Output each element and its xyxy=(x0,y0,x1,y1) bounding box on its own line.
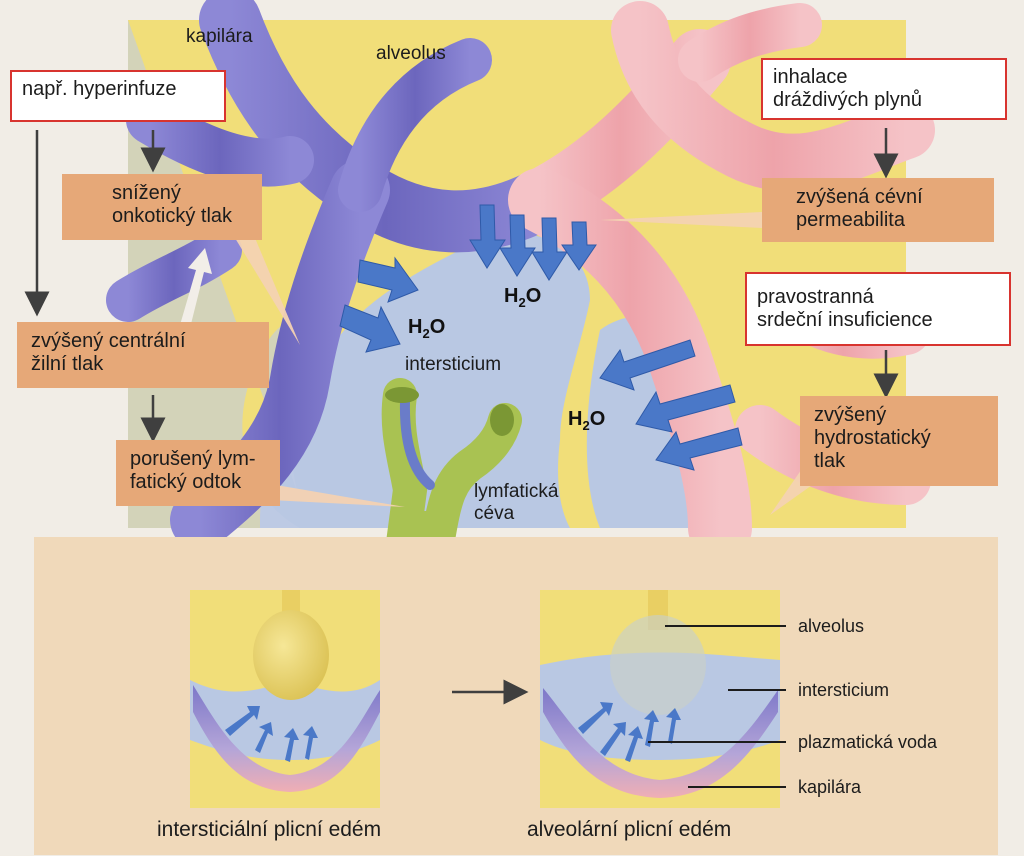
h2o-label-right: H2O xyxy=(568,408,605,433)
cause-inhalace: inhalace dráždivých plynů xyxy=(761,58,1007,120)
legend-intersticium: intersticium xyxy=(798,679,889,701)
label-lymfaticka-line2: céva xyxy=(474,503,558,525)
right-edema-illustration xyxy=(540,590,786,808)
left-edema-illustration xyxy=(190,590,380,808)
cause-pravostranna-line1: pravostranná xyxy=(757,286,999,309)
effect-permeabilita-line1: zvýšená cévní xyxy=(796,186,980,209)
effect-lymfaticky-line2: fatický odtok xyxy=(130,471,266,494)
effect-onkoticky-line2: onkotický tlak xyxy=(112,205,248,228)
legend-plazmaticka-voda: plazmatická voda xyxy=(798,731,937,753)
effect-permeabilita: zvýšená cévní permeabilita xyxy=(762,178,994,242)
effect-hydrostaticky-line3: tlak xyxy=(814,450,984,473)
effect-hydrostaticky-tlak: zvýšený hydrostatický tlak xyxy=(800,396,998,486)
effect-onkoticky-tlak: snížený onkotický tlak xyxy=(62,174,262,240)
label-kapilara: kapilára xyxy=(186,26,253,48)
h2o-label-top: H2O xyxy=(504,285,541,310)
effect-centralni-line2: žilní tlak xyxy=(31,353,255,376)
cause-hyperinfuze: např. hyperinfuze xyxy=(10,70,226,122)
effect-hydrostaticky-line2: hydrostatický xyxy=(814,427,984,450)
h2o-label-left: H2O xyxy=(408,316,445,341)
legend-alveolus: alveolus xyxy=(798,615,864,637)
effect-permeabilita-line2: permeabilita xyxy=(796,209,980,232)
cause-inhalace-line2: dráždivých plynů xyxy=(773,89,995,112)
effect-lymfaticky-odtok: porušený lym- fatický odtok xyxy=(116,440,280,506)
cause-pravostranna: pravostranná srdeční insuficience xyxy=(745,272,1011,346)
effect-centralni-line1: zvýšený centrální xyxy=(31,330,255,353)
caption-alveolarni: alveolární plicní edém xyxy=(527,818,731,842)
effect-onkoticky-line1: snížený xyxy=(112,182,248,205)
label-alveolus: alveolus xyxy=(376,43,446,65)
effect-lymfaticky-line1: porušený lym- xyxy=(130,448,266,471)
label-lymfaticka-cev: lymfatická céva xyxy=(474,481,558,525)
caption-intersticialni: intersticiální plicní edém xyxy=(157,818,381,842)
effect-hydrostaticky-line1: zvýšený xyxy=(814,404,984,427)
legend-kapilara: kapilára xyxy=(798,776,861,798)
label-intersticium: intersticium xyxy=(405,354,501,376)
cause-pravostranna-line2: srdeční insuficience xyxy=(757,309,999,332)
label-lymfaticka-line1: lymfatická xyxy=(474,481,558,503)
cause-inhalace-line1: inhalace xyxy=(773,66,995,89)
effect-centralni-tlak: zvýšený centrální žilní tlak xyxy=(17,322,269,388)
